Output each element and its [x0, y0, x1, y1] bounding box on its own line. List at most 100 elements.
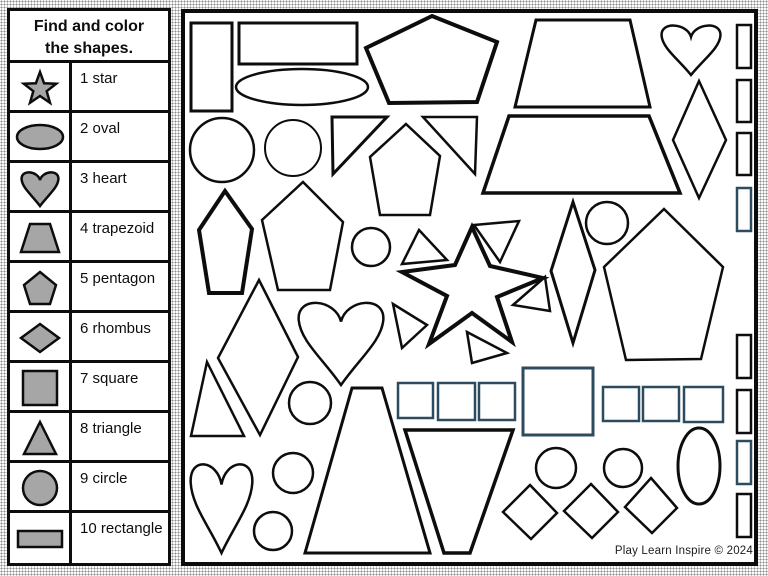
shape-triangle-near-star-4[interactable]	[391, 301, 430, 351]
shape-circle-small-1[interactable]	[350, 226, 392, 268]
triangle-icon-glyph	[21, 418, 58, 455]
pentagon-icon	[22, 269, 57, 305]
rhombus-icon	[18, 321, 61, 354]
legend-row-square: 7 square	[10, 363, 168, 413]
shape-star-large[interactable]	[395, 222, 550, 350]
legend-row-rhombus: 6 rhombus	[10, 313, 168, 363]
legend-row-oval: 2 oval	[10, 113, 168, 163]
shape-trapezoid-top-1[interactable]	[513, 18, 652, 109]
legend-icon-cell	[10, 413, 72, 460]
legend-row-heart: 3 heart	[10, 163, 168, 213]
legend-label: 5 pentagon	[80, 270, 156, 287]
legend-row-pentagon: 5 pentagon	[10, 263, 168, 313]
shape-triangle-bottom-left[interactable]	[189, 358, 247, 438]
shape-oval-tall-bottom-right[interactable]	[676, 426, 722, 506]
shape-rectangle-side-1[interactable]	[735, 23, 753, 70]
shape-pentagon-mid-left[interactable]	[260, 180, 345, 292]
legend-title: Find and color the shapes.	[10, 11, 168, 63]
shape-rhombus-middle[interactable]	[549, 197, 597, 349]
shape-triangle-right-angle-1[interactable]	[330, 115, 391, 178]
shape-heart-middle[interactable]	[297, 301, 385, 388]
legend-row-star: 1 star	[10, 63, 168, 113]
legend-row-trapezoid: 4 trapezoid	[10, 213, 168, 263]
legend-icon-cell	[10, 313, 72, 360]
shape-diamond-bottom-1[interactable]	[501, 483, 559, 541]
shape-trapezoid-top-2[interactable]	[480, 114, 683, 195]
oval-icon-glyph	[15, 123, 64, 150]
circle-icon-glyph	[21, 469, 58, 506]
shape-circle-left-1[interactable]	[188, 116, 256, 184]
legend-icon-cell	[10, 263, 72, 310]
shape-square-row-6[interactable]	[682, 385, 725, 424]
shape-rectangle-side-7[interactable]	[735, 439, 753, 486]
legend-icon-cell	[10, 363, 72, 410]
legend-rows: 1 star 2 oval 3 heart 4 trapezoid 5 pentagon…	[10, 63, 168, 563]
shape-pentagon-large-right[interactable]	[602, 207, 725, 362]
shape-rectangle-side-6[interactable]	[735, 388, 753, 435]
square-icon-glyph	[21, 369, 58, 406]
legend-icon-cell	[10, 463, 72, 510]
legend-title-line1: Find and color	[33, 18, 145, 35]
trapezoid-icon-glyph	[18, 222, 61, 253]
legend-label: 8 triangle	[80, 420, 142, 437]
shape-circle-bottom-1[interactable]	[534, 446, 578, 490]
shape-triangle-near-star-3[interactable]	[510, 274, 552, 313]
shape-rectangle-side-4[interactable]	[735, 186, 753, 233]
shape-triangle-near-star-2[interactable]	[471, 219, 522, 265]
shape-triangle-right-angle-2[interactable]	[420, 115, 479, 178]
legend-row-circle: 9 circle	[10, 463, 168, 513]
pentagon-icon-glyph	[22, 269, 57, 305]
legend-row-triangle: 8 triangle	[10, 413, 168, 463]
shape-circle-bottom-2[interactable]	[602, 447, 644, 489]
legend-label: 3 heart	[80, 170, 127, 187]
shape-circle-small-2[interactable]	[584, 200, 630, 246]
rectangle-icon	[16, 529, 63, 549]
shape-rectangle-wide-top[interactable]	[237, 21, 359, 66]
shape-pentagon-tall-left[interactable]	[196, 187, 255, 295]
shape-oval-wide-top[interactable]	[234, 67, 370, 107]
star-icon-glyph	[19, 67, 60, 106]
triangle-icon	[21, 418, 58, 455]
shape-heart-top-right[interactable]	[660, 24, 722, 77]
shape-rhombus-left[interactable]	[216, 277, 300, 438]
shape-circle-small-5[interactable]	[252, 510, 294, 552]
shape-rectangle-side-2[interactable]	[735, 78, 753, 124]
legend-icon-cell	[10, 163, 72, 210]
shape-circle-small-3[interactable]	[287, 380, 333, 426]
shape-heart-bottom-left[interactable]	[189, 463, 254, 556]
trapezoid-icon	[18, 222, 61, 253]
legend-icon-cell	[10, 213, 72, 260]
shape-rectangle-side-3[interactable]	[735, 131, 753, 177]
shape-rectangle-tall-top-left[interactable]	[189, 21, 234, 113]
shape-square-row-4[interactable]	[601, 385, 641, 423]
shape-square-large[interactable]	[521, 366, 595, 437]
circle-icon	[21, 469, 58, 506]
shape-square-row-2[interactable]	[436, 381, 477, 422]
shape-rectangle-side-5[interactable]	[735, 333, 753, 380]
shape-square-row-1[interactable]	[396, 381, 435, 420]
legend-label: 2 oval	[80, 120, 121, 137]
legend-label: 4 trapezoid	[80, 220, 155, 237]
shape-square-row-3[interactable]	[477, 381, 517, 422]
shape-diamond-bottom-3[interactable]	[623, 476, 679, 535]
shape-triangle-near-star-1[interactable]	[399, 227, 450, 266]
shape-diamond-bottom-2[interactable]	[562, 482, 620, 540]
shape-trapezoid-inverted-bottom[interactable]	[402, 428, 516, 555]
shape-circle-small-4[interactable]	[271, 451, 315, 495]
legend-label: 1 star	[80, 70, 118, 87]
rectangle-icon-glyph	[16, 529, 63, 549]
legend-icon-cell	[10, 513, 72, 563]
shape-trapezoid-tall-bottom[interactable]	[303, 386, 432, 555]
shape-square-row-5[interactable]	[641, 385, 681, 423]
shape-circle-left-2[interactable]	[264, 119, 322, 177]
star-icon	[19, 67, 60, 106]
shape-rectangle-side-8[interactable]	[735, 492, 753, 539]
legend-label: 6 rhombus	[80, 320, 151, 337]
shape-rhombus-top-right[interactable]	[671, 77, 728, 202]
legend-panel: Find and color the shapes. 1 star 2 oval 3…	[7, 8, 171, 566]
shape-pentagon-large-top[interactable]	[363, 13, 500, 106]
shape-pentagon-mid-top[interactable]	[368, 122, 442, 217]
shape-triangle-near-star-5[interactable]	[465, 329, 511, 365]
